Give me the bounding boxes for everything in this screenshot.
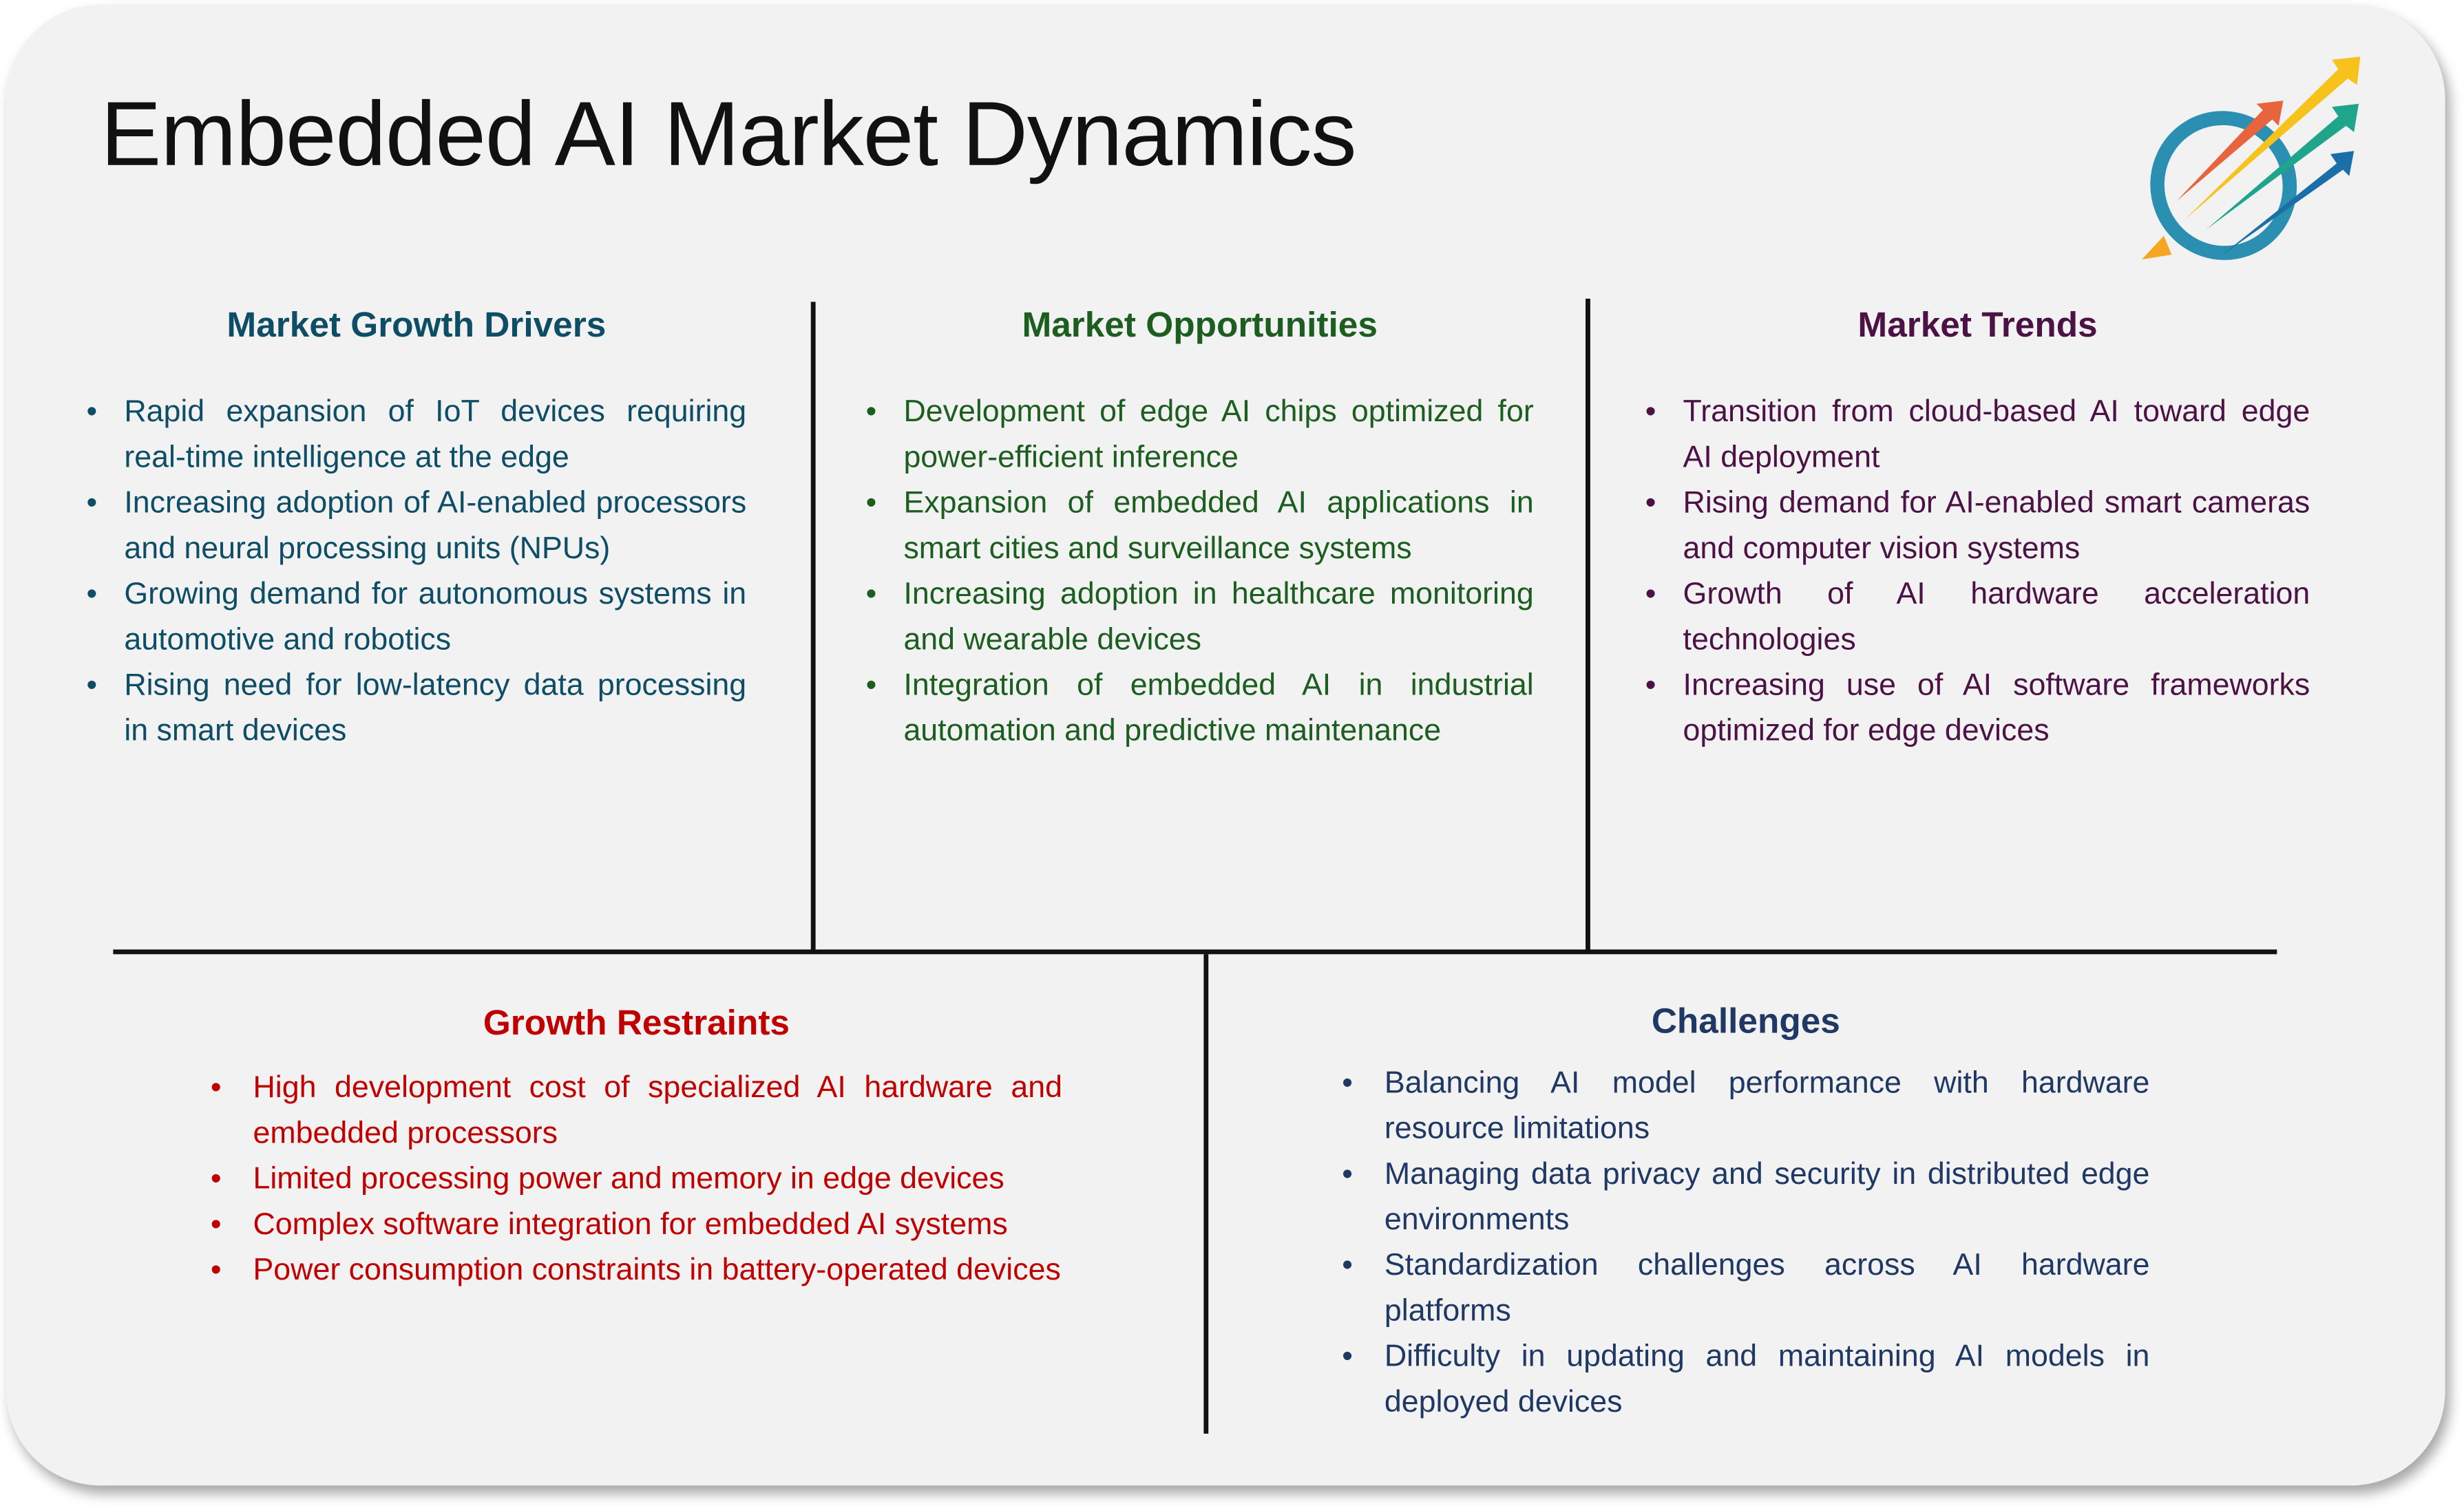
bullet-icon: • bbox=[865, 394, 877, 429]
card-background bbox=[6, 4, 2445, 1486]
list-item: •Transition from cloud-based AI toward e… bbox=[1645, 390, 2310, 480]
bullet-icon: • bbox=[86, 485, 98, 520]
section-market-opportunities: Market Opportunities •Development of edg… bbox=[866, 305, 1534, 754]
section-challenges: Challenges •Balancing AI model performan… bbox=[1342, 1001, 2149, 1426]
bullet-icon: • bbox=[1342, 1339, 1353, 1375]
list-item: •Rapid expansion of IoT devices requirin… bbox=[87, 390, 747, 480]
list-item: •Growth of AI hardware acceleration tech… bbox=[1645, 572, 2310, 663]
list-item: •Balancing AI model performance with har… bbox=[1342, 1061, 2149, 1152]
page-title: Embedded AI Market Dynamics bbox=[101, 83, 1357, 186]
list-item: •Increasing use of AI software framework… bbox=[1645, 664, 2310, 754]
divider-vertical-2 bbox=[1586, 298, 1590, 953]
list-item: •High development cost of specialized AI… bbox=[211, 1065, 1062, 1156]
section-heading: Market Growth Drivers bbox=[227, 305, 607, 345]
list-item: •Increasing adoption of AI-enabled proce… bbox=[87, 481, 747, 572]
list-item: •Increasing adoption in healthcare monit… bbox=[866, 572, 1534, 663]
section-heading: Challenges bbox=[1651, 1001, 1840, 1041]
bullet-icon: • bbox=[1645, 394, 1656, 429]
bullet-icon: • bbox=[210, 1253, 222, 1288]
section-heading: Growth Restraints bbox=[483, 1003, 790, 1043]
divider-horizontal bbox=[113, 949, 2277, 955]
bullet-icon: • bbox=[1342, 1156, 1353, 1192]
list-item: •Growing demand for autonomous systems i… bbox=[87, 572, 747, 663]
bullet-icon: • bbox=[86, 577, 98, 612]
bullet-icon: • bbox=[1645, 577, 1656, 612]
bullet-icon: • bbox=[1645, 485, 1656, 520]
list-item: •Complex software integration for embedd… bbox=[211, 1202, 1062, 1248]
section-heading: Market Trends bbox=[1857, 305, 2098, 345]
list-item: •Power consumption constraints in batter… bbox=[211, 1248, 1062, 1293]
list-item: •Development of edge AI chips optimized … bbox=[866, 390, 1534, 480]
list-item: •Limited processing power and memory in … bbox=[211, 1157, 1062, 1202]
list-item: •Difficulty in updating and maintaining … bbox=[1342, 1335, 2149, 1425]
bullet-icon: • bbox=[865, 668, 877, 703]
bullet-icon: • bbox=[865, 577, 877, 612]
bullet-icon: • bbox=[865, 485, 877, 520]
list-item: •Standardization challenges across AI ha… bbox=[1342, 1244, 2149, 1335]
list-item: •Rising need for low-latency data proces… bbox=[87, 664, 747, 754]
growth-arrows-logo-icon bbox=[2142, 56, 2361, 260]
section-heading: Market Opportunities bbox=[1022, 305, 1378, 345]
bullet-icon: • bbox=[210, 1207, 222, 1242]
bullet-icon: • bbox=[86, 394, 98, 429]
section-market-trends: Market Trends •Transition from cloud-bas… bbox=[1645, 305, 2310, 754]
bullet-icon: • bbox=[1645, 668, 1656, 703]
bullet-icon: • bbox=[210, 1070, 222, 1105]
section-growth-restraints: Growth Restraints •High development cost… bbox=[211, 1003, 1062, 1294]
bullet-icon: • bbox=[1342, 1065, 1353, 1101]
bullet-icon: • bbox=[210, 1161, 222, 1197]
list-item: •Integration of embedded AI in industria… bbox=[866, 664, 1534, 754]
divider-vertical-1 bbox=[810, 301, 816, 953]
bullet-icon: • bbox=[1342, 1248, 1353, 1283]
list-item: •Expansion of embedded AI applications i… bbox=[866, 481, 1534, 572]
bullet-icon: • bbox=[86, 668, 98, 703]
list-item: •Rising demand for AI-enabled smart came… bbox=[1645, 481, 2310, 572]
section-market-growth-drivers: Market Growth Drivers •Rapid expansion o… bbox=[87, 305, 747, 754]
list-item: •Managing data privacy and security in d… bbox=[1342, 1152, 2149, 1243]
divider-vertical-3 bbox=[1203, 954, 1209, 1434]
